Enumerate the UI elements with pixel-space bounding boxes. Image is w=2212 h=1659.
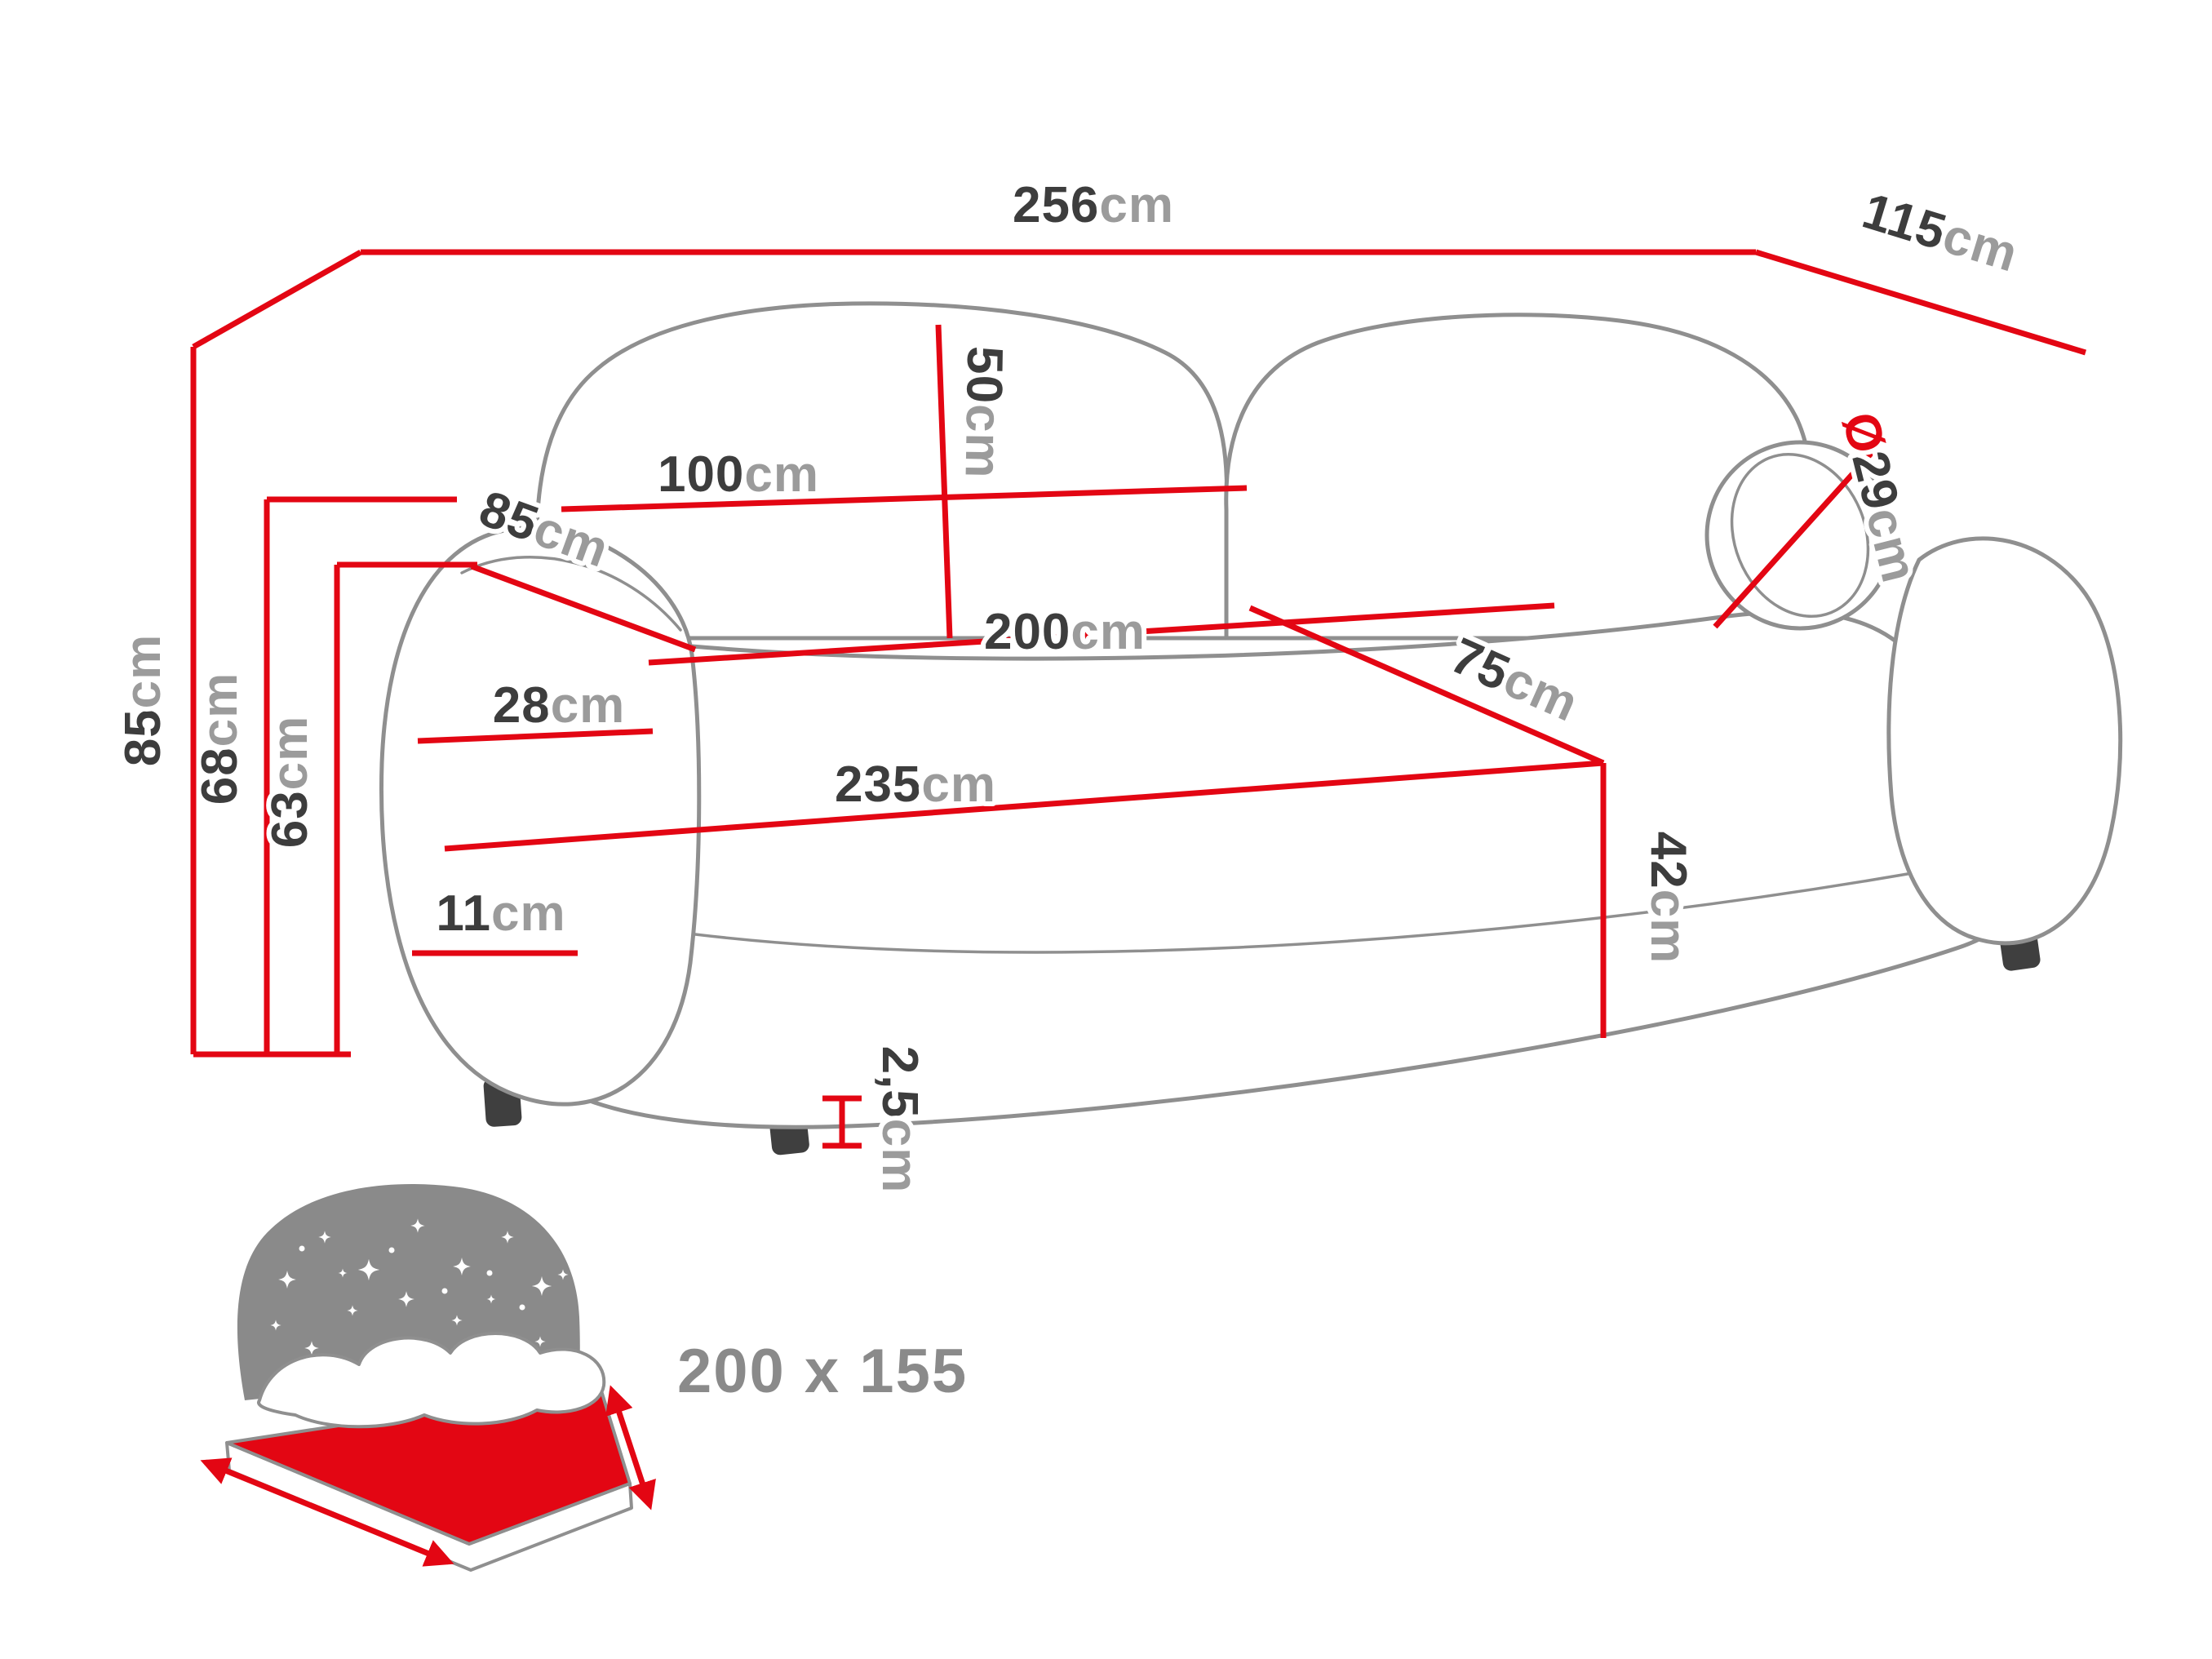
height-label: 85cm (115, 634, 171, 767)
dim-length-235-line (444, 760, 1604, 852)
armrest-left (379, 526, 702, 1107)
backrest-height-label: 50cm (955, 345, 1013, 479)
seat-width-value: 200 (984, 604, 1071, 660)
armrest-left-seam (460, 556, 682, 632)
leg-height-label: 2,5cm (871, 1046, 928, 1194)
sleeping-length-value: 235 (835, 756, 921, 813)
dim-armrest-85-line (470, 563, 697, 653)
armrest-height-value: 68 (192, 747, 248, 805)
armrest-width-label: 28cm (493, 677, 626, 734)
dim-seat-75-line (1248, 605, 1605, 766)
sleeping-area-label: 200 x 155 (677, 1337, 968, 1406)
seat-height-label: 42cm (1640, 832, 1696, 965)
leg-height-value: 2,5 (871, 1046, 928, 1119)
height-unit: cm (115, 634, 171, 709)
sleeping-length-label: 235cm (835, 756, 996, 813)
sleeping-length-unit: cm (921, 756, 996, 813)
base-clearance-label: 11cm (436, 885, 565, 942)
back-seat-height-unit: cm (262, 716, 318, 791)
height-value: 85 (115, 708, 171, 766)
armrest-width-value: 28 (493, 677, 551, 734)
duvet-shape (257, 1332, 606, 1429)
seat-height-unit: cm (1640, 889, 1696, 965)
bolster-pillow-seam (1730, 453, 1870, 618)
armrest-width-unit: cm (551, 677, 626, 734)
backrest-height-unit: cm (955, 403, 1013, 479)
seat-height-value: 42 (1640, 832, 1696, 889)
armrest-height-label: 68cm (192, 672, 248, 805)
width-value: 256 (1013, 177, 1099, 233)
back-seat-height-value: 63 (262, 790, 318, 848)
armrest-height-unit: cm (192, 672, 248, 747)
dim-seat-200-line (648, 602, 1555, 666)
width-unit: cm (1099, 177, 1174, 233)
backrest-cushion-left (534, 301, 1229, 641)
seat-seam (561, 863, 1960, 954)
dim-pillow-diameter-line (1713, 445, 1879, 629)
dim-depth-line (1754, 249, 2087, 356)
sleeping-function-icon: 200 x 155 (200, 1183, 968, 1572)
base-clearance-value: 11 (436, 885, 491, 942)
backrest-height-value: 50 (955, 345, 1013, 404)
width-label: 256cm (1013, 177, 1174, 233)
dimension-lines (190, 249, 2087, 1149)
backrest-width-value: 100 (658, 446, 744, 503)
stars-icon (270, 1218, 569, 1362)
bed-width-arrow (605, 1385, 656, 1510)
seat-width-label: 200cm (984, 604, 1146, 660)
depth-unit: cm (1936, 207, 2024, 283)
backrest-width-unit: cm (744, 446, 819, 503)
backrest-width-label: 100cm (658, 446, 819, 503)
dim-left-perspective-line (192, 249, 362, 350)
dim-armrest-28-line (417, 728, 654, 744)
sofa-drawing (379, 301, 2123, 1156)
dim-backrest-50-line (935, 324, 953, 639)
seat-width-unit: cm (1071, 604, 1146, 660)
seat-body (500, 610, 2030, 1129)
armrest-right (1886, 536, 2123, 946)
leg-height-unit: cm (871, 1119, 928, 1194)
dim-backrest-100-line (561, 485, 1248, 512)
back-seat-height-label: 63cm (262, 716, 318, 849)
bed-length-arrow (200, 1457, 454, 1567)
base-clearance-unit: cm (491, 885, 566, 942)
depth-value: 115 (1856, 183, 1953, 261)
depth-label: 115cm (1856, 183, 2024, 283)
